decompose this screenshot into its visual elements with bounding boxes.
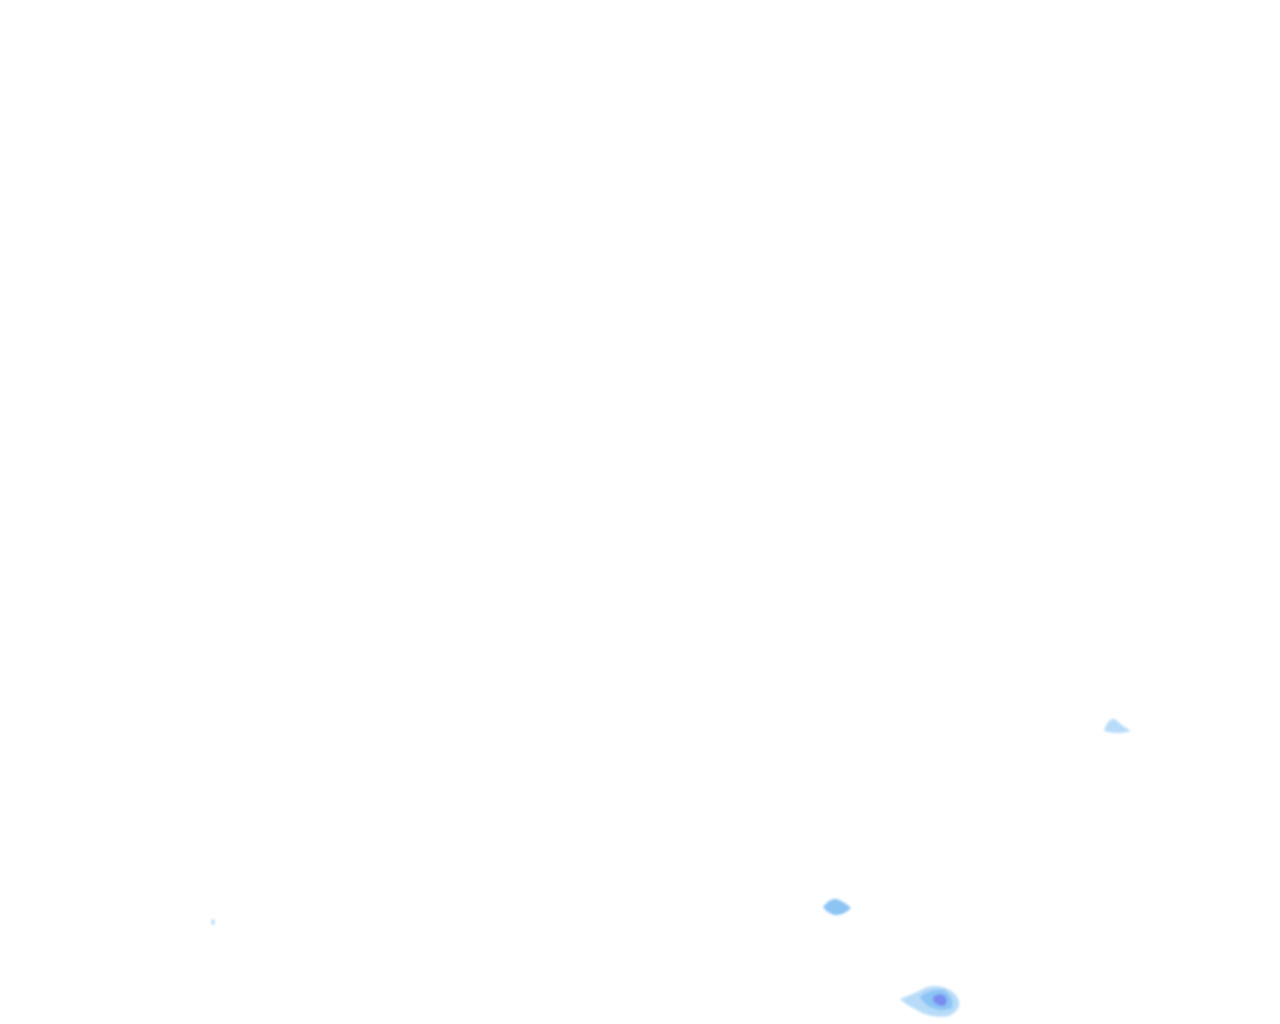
radar-echo-light <box>1104 718 1131 733</box>
radar-echo-moderate <box>823 898 851 916</box>
radar-echo-speck <box>211 919 215 925</box>
radar-echo-heavy-core <box>933 994 947 1006</box>
